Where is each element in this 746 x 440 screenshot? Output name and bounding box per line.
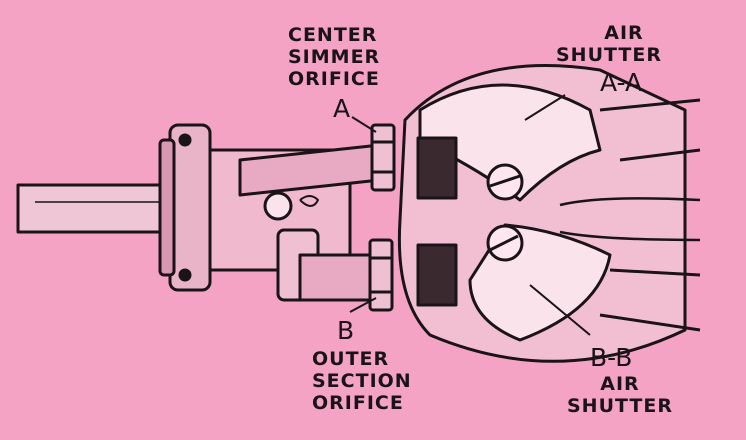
- center-simmer-line-1: CENTER: [288, 24, 378, 46]
- air-shutter-bb-label: AIR SHUTTER: [567, 373, 673, 417]
- air-shutter-aa-line-2: SHUTTER: [556, 44, 662, 66]
- valve-shaft: [16, 183, 178, 234]
- air-shutter-bb-line-1: AIR: [600, 373, 640, 395]
- center-orifice-nut: [370, 123, 396, 192]
- outer-section-orifice-label: OUTER SECTION ORIFICE: [312, 348, 412, 414]
- label-bb: B-B: [590, 343, 633, 372]
- label-a: A: [333, 94, 351, 123]
- center-simmer-line-3: ORIFICE: [288, 68, 380, 90]
- burner-arm-upper: [599, 98, 701, 162]
- air-shutter-bb-line-2: SHUTTER: [567, 395, 673, 417]
- adjust-screw: [263, 191, 293, 221]
- outer-section-line-3: ORIFICE: [312, 392, 404, 414]
- air-shutter-aa: [418, 83, 602, 202]
- outer-section-line-2: SECTION: [312, 370, 412, 392]
- burner-arm-lower: [599, 268, 701, 332]
- valve-flange: [168, 123, 212, 292]
- air-shutter-aa-line-1: AIR: [604, 22, 644, 44]
- lower-air-opening: [416, 243, 458, 307]
- air-shutter-aa-label: AIR SHUTTER: [556, 22, 662, 66]
- label-b: B: [337, 316, 355, 345]
- center-simmer-orifice-label: CENTER SIMMER ORIFICE: [288, 24, 380, 90]
- upper-air-opening: [416, 136, 458, 200]
- outer-section-line-1: OUTER: [312, 348, 390, 370]
- center-simmer-line-2: SIMMER: [288, 46, 381, 68]
- label-aa: A-A: [600, 68, 643, 97]
